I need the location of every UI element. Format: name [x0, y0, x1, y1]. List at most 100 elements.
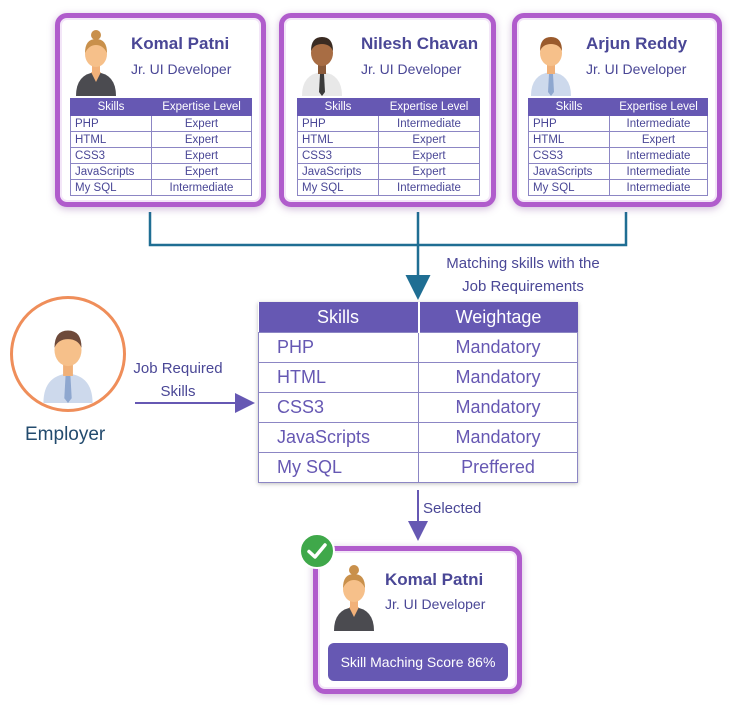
column-header: Skills — [70, 98, 152, 116]
candidate-name: Komal Patni — [131, 34, 230, 53]
male-developer-avatar — [531, 37, 571, 96]
selected-candidate-name: Komal Patni — [385, 570, 484, 589]
column-header: Expertise Level — [609, 98, 708, 116]
column-header: Expertise Level — [378, 98, 480, 116]
skill-cell: JavaScripts — [297, 163, 379, 180]
job-required-label-line: Skills — [160, 383, 196, 400]
candidate-role: Jr. UI Developer — [361, 61, 462, 77]
employer-avatar-ring — [10, 296, 126, 412]
skill-cell: HTML — [70, 131, 152, 148]
level-cell: Intermediate — [609, 147, 708, 164]
level-cell: Expert — [151, 147, 252, 164]
female-developer-avatar — [76, 30, 116, 96]
job-required-label: Job Required Skills — [132, 357, 224, 403]
skill-cell: CSS3 — [528, 147, 610, 164]
selected-candidate-role: Jr. UI Developer — [385, 596, 486, 612]
level-cell: Expert — [151, 163, 252, 180]
candidate-name: Nilesh Chavan — [361, 34, 479, 53]
level-cell: Expert — [151, 131, 252, 148]
column-header: Weightage — [417, 302, 578, 333]
level-cell: Intermediate — [378, 179, 480, 196]
skill-cell: PHP — [297, 115, 379, 132]
skill-cell: HTML — [528, 131, 610, 148]
level-cell: Expert — [378, 163, 480, 180]
skill-cell: My SQL — [258, 452, 419, 483]
level-cell: Intermediate — [609, 179, 708, 196]
check-icon — [299, 533, 335, 569]
level-cell: Expert — [378, 131, 480, 148]
candidate-role: Jr. UI Developer — [586, 61, 687, 77]
skill-score-badge: Skill Maching Score 86% — [328, 643, 508, 681]
level-cell: Expert — [151, 115, 252, 132]
weightage-cell: Mandatory — [418, 392, 578, 423]
skill-cell: JavaScripts — [528, 163, 610, 180]
weightage-cell: Mandatory — [418, 422, 578, 453]
level-cell: Intermediate — [609, 163, 708, 180]
column-header: Skills — [528, 98, 610, 116]
candidates-merge-connector — [148, 212, 628, 300]
skill-cell: JavaScripts — [70, 163, 152, 180]
candidate-name: Arjun Reddy — [586, 34, 688, 53]
skill-cell: My SQL — [70, 179, 152, 196]
skill-cell: CSS3 — [258, 392, 419, 423]
level-cell: Expert — [378, 147, 480, 164]
matching-label: Matching skills with the Job Requirement… — [428, 252, 618, 298]
selected-label: Selected — [423, 500, 482, 517]
column-header: Skills — [297, 98, 379, 116]
job-required-label-line: Job Required — [133, 360, 223, 377]
selected-candidate-card: Komal Patni Jr. UI Developer Skill Machi… — [313, 546, 522, 694]
skill-cell: PHP — [528, 115, 610, 132]
skill-cell: My SQL — [528, 179, 610, 196]
level-cell: Expert — [609, 131, 708, 148]
weightage-cell: Mandatory — [418, 362, 578, 393]
column-header: Expertise Level — [151, 98, 252, 116]
female-developer-avatar — [334, 565, 374, 631]
level-cell: Intermediate — [609, 115, 708, 132]
matching-label-line: Matching skills with the — [446, 255, 600, 272]
skill-cell: CSS3 — [297, 147, 379, 164]
skill-cell: HTML — [258, 362, 419, 393]
skill-cell: CSS3 — [70, 147, 152, 164]
male-developer-avatar — [302, 37, 342, 96]
candidate-role: Jr. UI Developer — [131, 61, 232, 77]
matching-label-line: Job Requirements — [462, 278, 584, 295]
skill-cell: My SQL — [297, 179, 379, 196]
employer-label: Employer — [25, 424, 106, 445]
employer-avatar — [43, 330, 93, 403]
skill-cell: PHP — [70, 115, 152, 132]
column-header: Skills — [258, 302, 419, 333]
skill-cell: PHP — [258, 332, 419, 363]
skill-cell: HTML — [297, 131, 379, 148]
skill-cell: JavaScripts — [258, 422, 419, 453]
weightage-cell: Mandatory — [418, 332, 578, 363]
level-cell: Intermediate — [378, 115, 480, 132]
level-cell: Intermediate — [151, 179, 252, 196]
